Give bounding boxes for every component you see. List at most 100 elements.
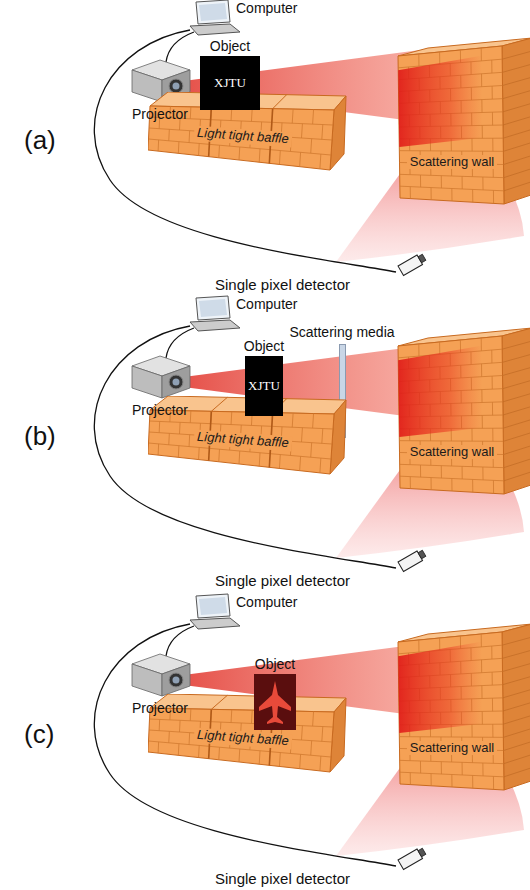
brick-line xyxy=(231,710,233,723)
brick-line xyxy=(178,142,180,154)
brick-line xyxy=(158,444,160,455)
wall-label: Scattering wall xyxy=(407,741,498,756)
brick-line xyxy=(179,422,181,434)
brick-line xyxy=(504,445,530,455)
brick-line xyxy=(301,726,303,740)
device-label: Projector xyxy=(132,700,188,716)
brick-line xyxy=(462,176,463,189)
brick-line xyxy=(493,480,494,493)
object-label: Object xyxy=(244,338,284,354)
brick-line xyxy=(472,775,473,788)
brick-line xyxy=(441,176,442,188)
brick-line xyxy=(190,107,192,119)
device-label: Computer xyxy=(236,0,297,16)
brick-line xyxy=(439,52,440,64)
brick-line xyxy=(503,663,530,672)
cable xyxy=(94,624,396,866)
brick-line xyxy=(503,77,530,86)
brick-line xyxy=(410,187,411,199)
brick-line xyxy=(312,712,314,727)
brick-line xyxy=(159,719,161,730)
brick-line xyxy=(190,411,192,423)
brick-line xyxy=(493,776,494,789)
brick-line xyxy=(190,709,192,721)
brick-line xyxy=(310,741,312,756)
cable xyxy=(94,326,396,568)
laptop-screen xyxy=(196,594,230,618)
device-label: Single pixel detector xyxy=(215,870,350,887)
wall-shape xyxy=(396,622,530,792)
object-label: Object xyxy=(255,656,295,672)
object-pattern-text: XJTU xyxy=(214,76,246,91)
detector-icon xyxy=(398,253,427,276)
block-divider xyxy=(273,399,287,413)
brick-line xyxy=(471,428,472,441)
brick-line xyxy=(462,466,463,479)
brick-line xyxy=(439,638,440,650)
baffle-front xyxy=(148,708,334,772)
brick-line xyxy=(492,672,493,685)
brick-line xyxy=(189,733,191,745)
brick-line xyxy=(503,689,530,698)
brick-line xyxy=(259,453,261,466)
brick-line xyxy=(319,756,321,771)
brick-line xyxy=(451,775,452,788)
media-label: Scattering media xyxy=(289,324,394,340)
brick-line xyxy=(472,189,473,202)
brick-line xyxy=(491,646,492,659)
brick-line xyxy=(218,747,220,760)
object-slide: ObjectXJTU xyxy=(200,38,260,110)
brick-line xyxy=(218,145,220,158)
brick-line xyxy=(451,479,452,492)
brick-line xyxy=(189,131,191,143)
panel-label: (b) xyxy=(24,422,56,452)
brick-line xyxy=(504,155,530,165)
brick-line xyxy=(251,710,253,723)
brick-line xyxy=(168,731,170,742)
block-divider xyxy=(211,397,227,411)
brick-line xyxy=(292,413,294,427)
brick-line xyxy=(420,175,421,187)
brick-line xyxy=(418,54,419,66)
cable xyxy=(166,328,194,358)
brick-line xyxy=(504,754,530,764)
object-label: Object xyxy=(210,38,250,54)
light-spot xyxy=(398,346,482,437)
projector-side xyxy=(132,366,162,398)
device-label: Computer xyxy=(236,296,297,312)
brick-line xyxy=(312,414,314,429)
brick-line xyxy=(259,149,261,162)
block-divider xyxy=(211,93,227,107)
brick-line xyxy=(502,650,530,658)
brick-line xyxy=(471,138,472,151)
brick-line xyxy=(441,466,442,478)
brick-line xyxy=(251,412,253,425)
detector-lens xyxy=(418,550,426,559)
object-slide-frame: XJTU xyxy=(245,356,283,416)
brick-line xyxy=(279,151,281,165)
brick-line xyxy=(502,354,530,362)
detector-lens xyxy=(418,254,426,263)
laptop-base xyxy=(190,24,240,35)
brick-line xyxy=(178,744,180,756)
brick-line xyxy=(310,139,312,154)
brick-line xyxy=(431,188,432,200)
brick-line xyxy=(159,421,161,432)
brick-line xyxy=(503,676,530,685)
brick-line xyxy=(471,724,472,737)
brick-line xyxy=(301,428,303,442)
cable xyxy=(166,626,194,656)
device-label: Projector xyxy=(132,402,188,418)
brick-line xyxy=(503,419,530,428)
object-slide-frame xyxy=(254,674,296,730)
brick-line xyxy=(218,449,220,462)
object-slide: Object xyxy=(254,656,296,730)
brick-line xyxy=(503,142,530,151)
wall-side xyxy=(502,328,530,494)
detector-icon xyxy=(398,549,427,572)
projector-lens xyxy=(169,375,183,389)
brick-line xyxy=(321,429,323,444)
laptop-display xyxy=(199,299,227,317)
airplane-shape xyxy=(259,681,291,724)
laptop-display xyxy=(199,3,227,21)
